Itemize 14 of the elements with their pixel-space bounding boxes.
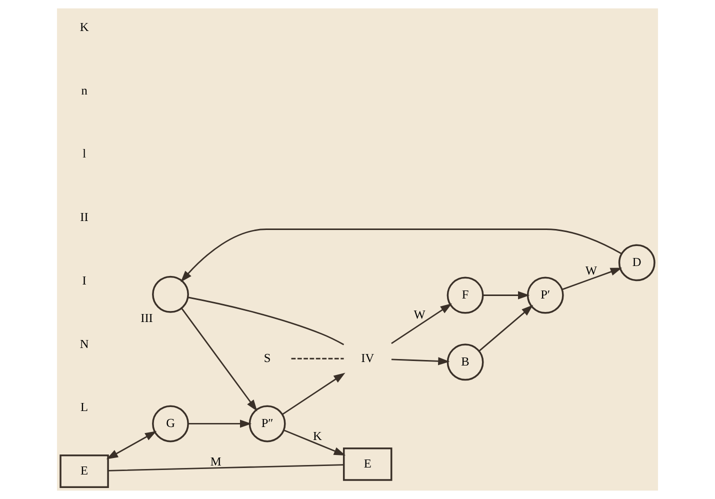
node-text: IV: [361, 350, 374, 365]
edge-label: W: [585, 263, 597, 278]
label: K: [80, 20, 89, 34]
edge-label: M: [210, 454, 222, 468]
label: I: [82, 273, 86, 288]
label: N: [80, 336, 89, 351]
edge-label: W: [414, 307, 426, 322]
label: II: [80, 210, 88, 224]
node-text: S: [264, 350, 271, 365]
label: n: [81, 83, 88, 98]
edge-label: K: [313, 428, 322, 443]
label: l: [82, 146, 86, 161]
node-label: III: [140, 310, 153, 325]
label: L: [80, 400, 88, 414]
